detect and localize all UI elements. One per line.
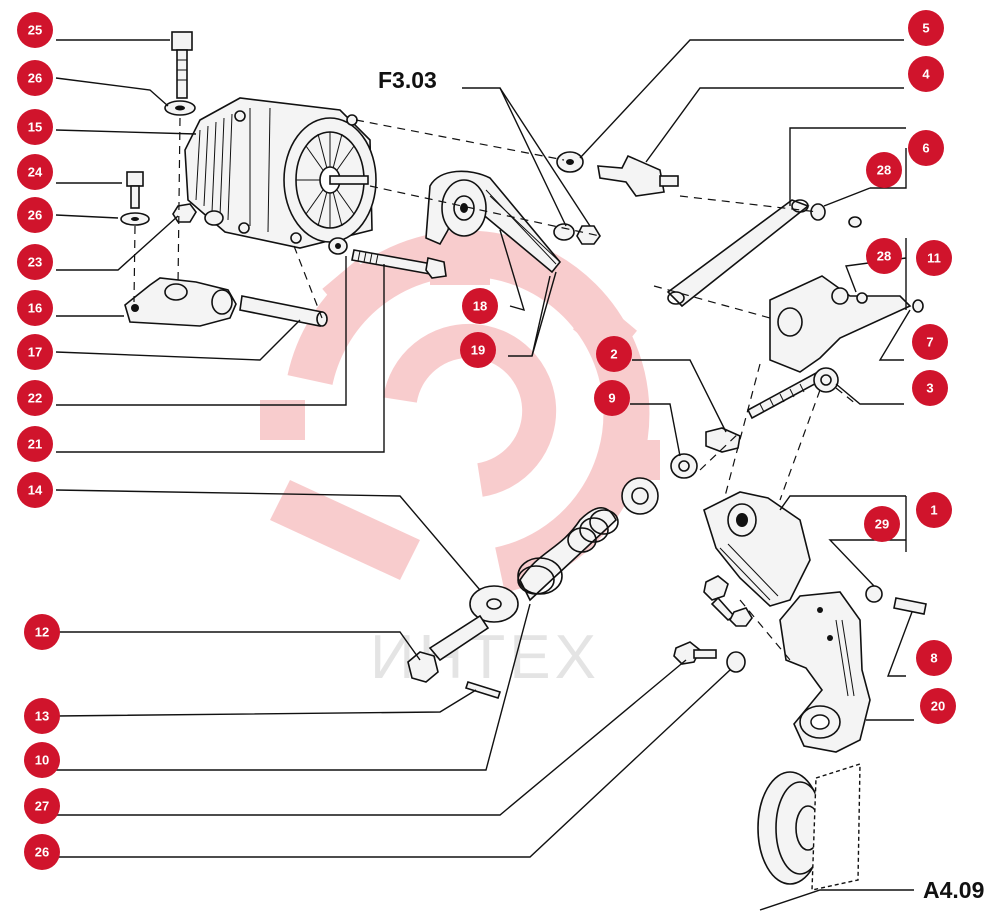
bracket-16	[124, 277, 237, 327]
callout-27[interactable]: 27	[24, 788, 60, 824]
callout-6[interactable]: 6	[908, 130, 944, 166]
pin-8	[893, 597, 927, 615]
pin-17	[239, 295, 328, 327]
callout-4[interactable]: 4	[908, 56, 944, 92]
washer-29	[865, 585, 883, 603]
link-arm-6	[666, 199, 862, 308]
callout-8[interactable]: 8	[916, 640, 952, 676]
washer-26-bottom	[726, 651, 746, 673]
reference-label-top: F3.03	[378, 67, 437, 93]
bracket-20	[779, 591, 871, 753]
bolt-24	[126, 171, 144, 209]
callout-11[interactable]: 11	[916, 240, 952, 276]
callout-26-mid[interactable]: 26	[17, 197, 53, 233]
callout-13[interactable]: 13	[24, 698, 60, 734]
callout-23[interactable]: 23	[17, 244, 53, 280]
callout-7[interactable]: 7	[912, 324, 948, 360]
bolt-12	[407, 614, 490, 683]
callout-29[interactable]: 29	[864, 506, 900, 542]
spring-10	[517, 507, 619, 602]
callout-10[interactable]: 10	[24, 742, 60, 778]
bushing-9	[670, 453, 698, 479]
bolt-25	[171, 31, 193, 99]
callout-26-bottom[interactable]: 26	[24, 834, 60, 870]
callout-18[interactable]: 18	[462, 288, 498, 324]
washer-14	[469, 585, 519, 623]
bolt-and-nut-small	[673, 575, 927, 673]
callout-21[interactable]: 21	[17, 426, 53, 462]
adjuster-bracket-11	[769, 275, 924, 373]
tensioner-assembly	[407, 427, 811, 699]
callout-25[interactable]: 25	[17, 12, 53, 48]
alternator-body	[184, 97, 377, 249]
alternator-assembly	[120, 31, 447, 327]
shaft-4	[597, 154, 665, 197]
watermark-text: ИНТЕХ	[370, 623, 600, 692]
callout-26-top[interactable]: 26	[17, 60, 53, 96]
belt-pulley-assembly	[425, 170, 562, 274]
callout-22[interactable]: 22	[17, 380, 53, 416]
shaft-4-assembly	[553, 151, 679, 245]
callout-5[interactable]: 5	[908, 10, 944, 46]
callout-9[interactable]: 9	[594, 380, 630, 416]
reference-label-bottom: A4.09	[923, 877, 984, 903]
callout-20[interactable]: 20	[920, 688, 956, 724]
callout-28-mid[interactable]: 28	[866, 238, 902, 274]
callout-19[interactable]: 19	[460, 332, 496, 368]
callout-1[interactable]: 1	[916, 492, 952, 528]
callout-24[interactable]: 24	[17, 154, 53, 190]
callout-2[interactable]: 2	[596, 336, 632, 372]
nut-23	[172, 203, 197, 223]
callout-3[interactable]: 3	[912, 370, 948, 406]
callout-15[interactable]: 15	[17, 109, 53, 145]
callout-12[interactable]: 12	[24, 614, 60, 650]
callout-28-top[interactable]: 28	[866, 152, 902, 188]
assembly-dashed-lines	[133, 117, 857, 661]
cotter-pin-13	[464, 681, 502, 699]
callout-16[interactable]: 16	[17, 290, 53, 326]
tension-rod-3	[746, 367, 839, 420]
pulley-detail-view	[757, 763, 861, 891]
callout-14[interactable]: 14	[17, 472, 53, 508]
bolt-21	[351, 249, 447, 279]
callout-17[interactable]: 17	[17, 334, 53, 370]
